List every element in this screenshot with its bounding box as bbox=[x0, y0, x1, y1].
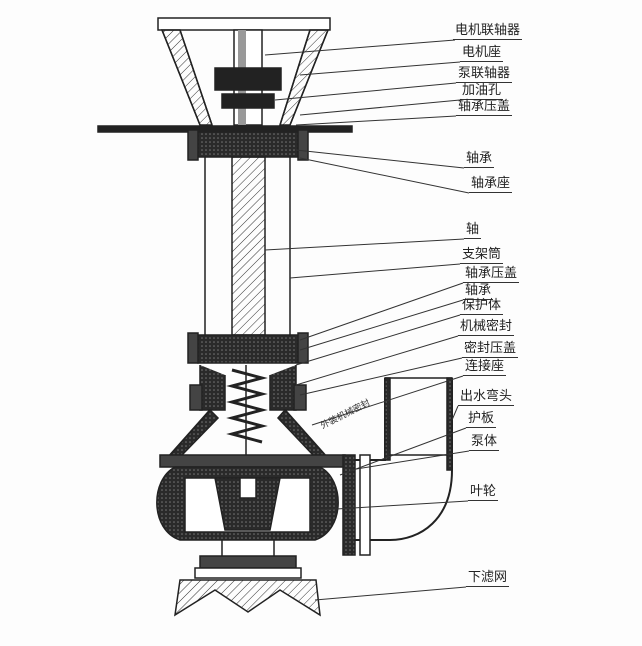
label-connecting-seat: 连接座 bbox=[463, 359, 507, 376]
label-motor-seat: 电机座 bbox=[460, 45, 504, 62]
label-bearing-cover-lower: 轴承压盖 bbox=[463, 266, 520, 283]
label-guard-plate: 护板 bbox=[466, 411, 497, 428]
label-shaft: 轴 bbox=[464, 222, 482, 239]
label-bearing-upper: 轴承 bbox=[464, 151, 495, 168]
label-outlet-elbow: 出水弯头 bbox=[458, 389, 515, 406]
bearing-seat bbox=[197, 131, 299, 158]
motor-coupling bbox=[214, 67, 282, 91]
label-bearing-cover-upper: 轴承压盖 bbox=[456, 99, 513, 116]
pump-coupling bbox=[221, 93, 275, 109]
label-mechanical-seal: 机械密封 bbox=[458, 319, 515, 336]
label-pump-coupling: 泵联轴器 bbox=[456, 66, 513, 83]
pump-body-flange bbox=[159, 454, 346, 468]
shaft bbox=[231, 156, 266, 336]
label-bearing-seat: 轴承座 bbox=[469, 176, 513, 193]
label-filter-screen: 下滤网 bbox=[466, 570, 510, 587]
label-bearing-lower: 轴承 bbox=[463, 283, 494, 300]
support-plate bbox=[97, 125, 353, 133]
label-motor-coupling: 电机联轴器 bbox=[453, 23, 523, 40]
label-pump-body: 泵体 bbox=[469, 434, 500, 451]
label-impeller: 叶轮 bbox=[468, 484, 499, 501]
impeller bbox=[214, 477, 281, 531]
label-protective-body: 保护体 bbox=[460, 298, 504, 315]
label-seal-gland: 密封压盖 bbox=[462, 341, 519, 358]
label-support-cylinder: 支架筒 bbox=[460, 247, 504, 264]
label-oil-hole: 加油孔 bbox=[460, 83, 504, 100]
filter-screen bbox=[174, 579, 321, 617]
motor-flange bbox=[157, 17, 331, 31]
